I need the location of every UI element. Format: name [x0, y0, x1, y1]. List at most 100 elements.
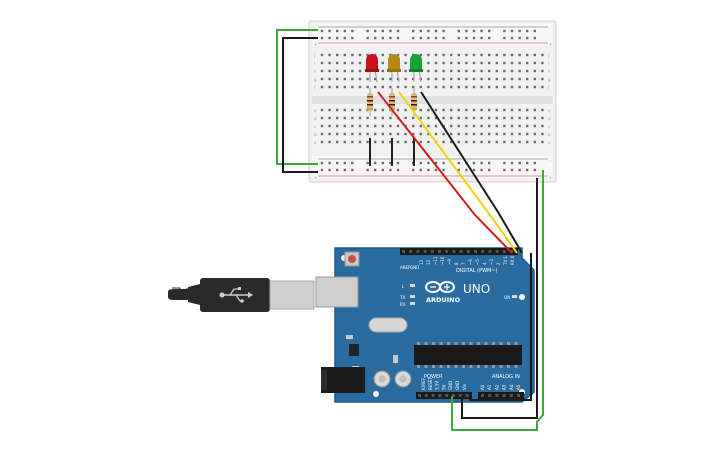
rail-hole[interactable] [374, 29, 377, 33]
breadboard-hole[interactable] [442, 108, 445, 112]
breadboard-hole[interactable] [465, 69, 468, 73]
breadboard-hole[interactable] [518, 132, 521, 136]
rail-hole[interactable] [434, 36, 438, 40]
rail-hole[interactable] [320, 36, 324, 40]
breadboard-hole[interactable] [450, 77, 453, 81]
header-pin[interactable] [418, 394, 421, 397]
breadboard-hole[interactable] [328, 61, 331, 65]
rail-hole[interactable] [336, 168, 339, 172]
led-yellow[interactable] [387, 54, 401, 83]
breadboard-hole[interactable] [495, 85, 498, 89]
breadboard-hole[interactable] [488, 132, 491, 136]
breadboard-hole[interactable] [495, 124, 498, 128]
rail-hole[interactable] [343, 36, 346, 40]
header-pin[interactable] [465, 394, 469, 397]
rail-hole[interactable] [526, 29, 529, 33]
breadboard-hole[interactable] [541, 53, 544, 57]
rail-hole[interactable] [472, 168, 476, 172]
breadboard-hole[interactable] [351, 61, 354, 65]
breadboard-hole[interactable] [488, 77, 491, 81]
breadboard-hole[interactable] [427, 53, 430, 57]
rail-hole[interactable] [488, 161, 491, 165]
breadboard-hole[interactable] [351, 77, 354, 81]
rail-hole[interactable] [510, 168, 514, 172]
breadboard-hole[interactable] [320, 69, 324, 73]
breadboard-hole[interactable] [381, 116, 384, 120]
led-green[interactable] [409, 54, 423, 83]
breadboard-hole[interactable] [526, 108, 529, 112]
header-pin[interactable] [452, 394, 455, 397]
header-pin[interactable] [430, 250, 434, 253]
breadboard-hole[interactable] [328, 77, 331, 81]
breadboard-hole[interactable] [336, 61, 339, 65]
breadboard-hole[interactable] [419, 132, 422, 136]
rail-hole[interactable] [488, 168, 491, 172]
breadboard-hole[interactable] [351, 132, 354, 136]
header-pin[interactable] [438, 394, 442, 397]
header-pin[interactable] [423, 250, 427, 253]
breadboard-hole[interactable] [495, 69, 498, 73]
breadboard-hole[interactable] [389, 85, 392, 89]
resistor-1[interactable] [367, 88, 373, 116]
breadboard-hole[interactable] [457, 53, 460, 57]
breadboard-hole[interactable] [526, 53, 529, 57]
breadboard-hole[interactable] [320, 124, 324, 128]
wire-red-signal[interactable] [377, 91, 513, 254]
breadboard-hole[interactable] [526, 77, 529, 81]
breadboard-hole[interactable] [336, 140, 339, 144]
breadboard-hole[interactable] [472, 116, 476, 120]
breadboard-hole[interactable] [480, 77, 483, 81]
wire-black-rail-link[interactable] [282, 37, 318, 173]
breadboard-hole[interactable] [328, 85, 331, 89]
wire-green-rail-link[interactable] [276, 29, 318, 165]
breadboard-hole[interactable] [503, 108, 506, 112]
wire-yellow-signal[interactable] [398, 91, 518, 254]
breadboard-hole[interactable] [488, 69, 491, 73]
breadboard-hole[interactable] [358, 116, 362, 120]
breadboard-hole[interactable] [374, 77, 377, 81]
breadboard-hole[interactable] [396, 108, 400, 112]
header-pin[interactable] [502, 394, 506, 397]
rail-hole[interactable] [351, 36, 354, 40]
breadboard-hole[interactable] [351, 124, 354, 128]
breadboard-hole[interactable] [442, 77, 445, 81]
rail-hole[interactable] [510, 161, 514, 165]
breadboard-hole[interactable] [503, 61, 506, 65]
breadboard-hole[interactable] [366, 77, 369, 81]
breadboard-hole[interactable] [541, 69, 544, 73]
breadboard-hole[interactable] [381, 108, 384, 112]
breadboard-hole[interactable] [503, 53, 506, 57]
breadboard-hole[interactable] [480, 53, 483, 57]
rail-hole[interactable] [503, 168, 506, 172]
header-pin[interactable] [445, 250, 449, 253]
breadboard-hole[interactable] [472, 61, 476, 65]
breadboard-hole[interactable] [510, 124, 514, 128]
breadboard-hole[interactable] [480, 124, 483, 128]
breadboard-hole[interactable] [495, 116, 498, 120]
rail-hole[interactable] [389, 29, 392, 33]
header-pin[interactable] [502, 250, 506, 253]
rail-hole[interactable] [343, 161, 346, 165]
breadboard-hole[interactable] [472, 140, 476, 144]
breadboard-hole[interactable] [503, 77, 506, 81]
breadboard-hole[interactable] [480, 69, 483, 73]
breadboard-hole[interactable] [343, 53, 346, 57]
breadboard-hole[interactable] [343, 140, 346, 144]
breadboard-hole[interactable] [404, 69, 407, 73]
rail-hole[interactable] [366, 168, 369, 172]
breadboard-hole[interactable] [533, 85, 536, 89]
breadboard-hole[interactable] [358, 77, 362, 81]
breadboard-hole[interactable] [427, 140, 430, 144]
breadboard-hole[interactable] [389, 140, 392, 144]
rail-hole[interactable] [336, 161, 339, 165]
rail-hole[interactable] [336, 36, 339, 40]
rail-hole[interactable] [320, 168, 324, 172]
header-pin[interactable] [402, 250, 405, 253]
rail-hole[interactable] [427, 168, 430, 172]
breadboard-hole[interactable] [381, 140, 384, 144]
led-red[interactable] [365, 54, 379, 83]
breadboard-hole[interactable] [457, 116, 460, 120]
breadboard-hole[interactable] [358, 85, 362, 89]
breadboard-hole[interactable] [434, 85, 438, 89]
